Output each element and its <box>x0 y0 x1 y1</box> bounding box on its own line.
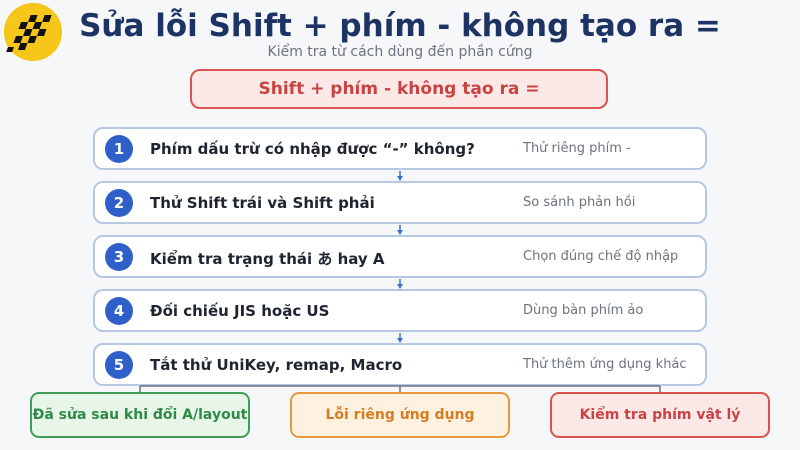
outcome-physical-key: Kiểm tra phím vật lý <box>550 392 770 438</box>
step-hint: So sánh phản hồi <box>523 195 636 210</box>
page-title: Sửa lỗi Shift + phím - không tạo ra = <box>79 8 721 44</box>
down-arrow-icon <box>397 333 403 343</box>
step-text: Tắt thử UniKey, remap, Macro <box>150 356 403 374</box>
step-1: 1 Phím dấu trừ có nhập được “-” không? T… <box>93 127 707 170</box>
step-number-badge: 5 <box>105 351 133 379</box>
step-hint: Chọn đúng chế độ nhập <box>523 249 679 264</box>
step-text: Phím dấu trừ có nhập được “-” không? <box>150 140 475 158</box>
step-hint: Thử riêng phím - <box>523 141 631 156</box>
step-text: Kiểm tra trạng thái あ hay A <box>150 250 385 268</box>
logo <box>4 3 62 61</box>
page-subtitle: Kiểm tra từ cách dùng đến phần cứng <box>267 44 533 60</box>
step-hint: Thử thêm ứng dụng khác <box>523 357 687 372</box>
step-2: 2 Thử Shift trái và Shift phải So sánh p… <box>93 181 707 224</box>
step-4: 4 Đối chiếu JIS hoặc US Dùng bàn phím ảo <box>93 289 707 332</box>
down-arrow-icon <box>397 171 403 181</box>
outcome-app-specific: Lỗi riêng ứng dụng <box>290 392 510 438</box>
down-arrow-icon <box>397 225 403 235</box>
step-5: 5 Tắt thử UniKey, remap, Macro Thử thêm … <box>93 343 707 386</box>
problem-box: Shift + phím - không tạo ra = <box>190 69 608 109</box>
step-hint: Dùng bàn phím ảo <box>523 303 644 318</box>
step-number-badge: 4 <box>105 297 133 325</box>
step-text: Thử Shift trái và Shift phải <box>150 194 375 212</box>
step-number-badge: 3 <box>105 243 133 271</box>
step-3: 3 Kiểm tra trạng thái あ hay A Chọn đúng … <box>93 235 707 278</box>
step-number-badge: 1 <box>105 135 133 163</box>
outcome-fixed: Đã sửa sau khi đổi A/layout <box>30 392 250 438</box>
step-number-badge: 2 <box>105 189 133 217</box>
step-text: Đối chiếu JIS hoặc US <box>150 302 330 320</box>
checkered-flag-icon <box>4 3 62 61</box>
down-arrow-icon <box>397 279 403 289</box>
